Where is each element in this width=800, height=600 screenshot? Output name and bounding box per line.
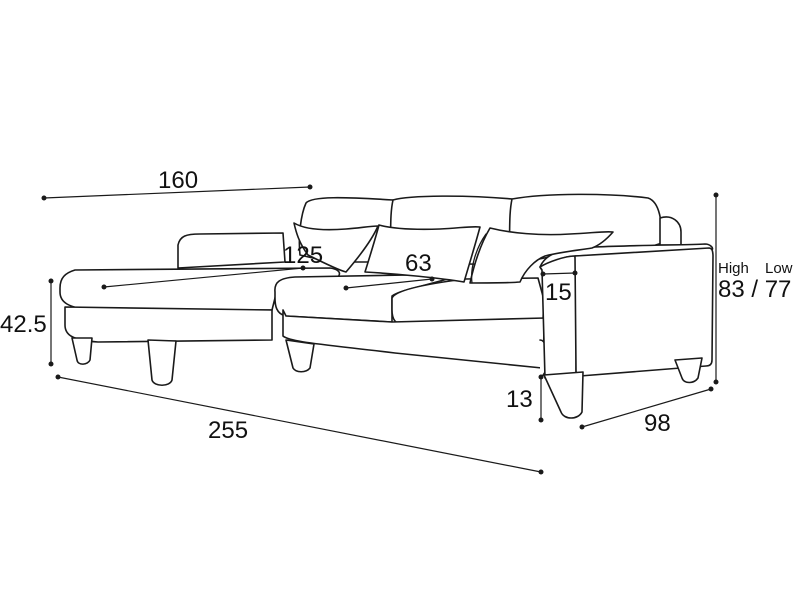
dim-end-dot bbox=[572, 270, 578, 276]
dim-end-dot bbox=[538, 469, 544, 475]
dim-line-arm-width bbox=[542, 272, 576, 275]
right-arm-top-roll bbox=[659, 216, 682, 246]
label-seat-height: 42.5 bbox=[0, 311, 47, 338]
dim-end-dot bbox=[48, 278, 54, 284]
dim-end-dot bbox=[307, 184, 313, 190]
leg-main-front bbox=[543, 371, 584, 419]
label-chaise-length: 160 bbox=[158, 167, 198, 194]
label-leg-height: 13 bbox=[506, 386, 533, 413]
label-seat-depth: 125 bbox=[283, 242, 323, 269]
chaise-back-arm bbox=[177, 232, 286, 269]
sectional-sofa-illustration bbox=[59, 193, 714, 419]
leg-chaise-front bbox=[147, 339, 177, 387]
label-arm-width: 15 bbox=[545, 279, 572, 306]
throw-pillow-right-seam bbox=[470, 233, 487, 284]
label-total-width: 255 bbox=[208, 417, 248, 444]
dim-line-depth bbox=[581, 388, 712, 428]
label-seat-width: 63 bbox=[405, 250, 432, 277]
dim-end-dot bbox=[41, 195, 47, 201]
dim-end-dot bbox=[713, 379, 719, 385]
right-arm-front bbox=[574, 247, 714, 377]
label-low-caption: Low bbox=[765, 260, 793, 277]
label-back-height: 83 / 77 bbox=[718, 276, 791, 303]
dim-end-dot bbox=[101, 284, 107, 290]
dimension-labels: 160 125 63 15 42.5 13 255 98 High Low 83… bbox=[0, 167, 793, 444]
dim-end-dot bbox=[55, 374, 61, 380]
dim-end-dot bbox=[300, 265, 306, 271]
dim-line-seat-width bbox=[345, 278, 433, 289]
dim-end-dot bbox=[538, 417, 544, 423]
label-high-caption: High bbox=[718, 260, 749, 277]
dim-line-total-width bbox=[57, 376, 542, 473]
dim-end-dot bbox=[48, 361, 54, 367]
dim-line-chaise-length bbox=[43, 186, 311, 199]
dim-end-dot bbox=[429, 276, 435, 282]
label-depth: 98 bbox=[644, 410, 671, 437]
leg-chaise-back bbox=[71, 337, 93, 365]
dim-end-dot bbox=[708, 386, 714, 392]
dim-line-seat-depth bbox=[103, 267, 304, 288]
dim-end-dot bbox=[540, 271, 546, 277]
chaise-base bbox=[64, 306, 273, 343]
dim-end-dot bbox=[713, 192, 719, 198]
leg-right-back bbox=[674, 357, 703, 384]
throw-pillow-right bbox=[469, 227, 614, 284]
throw-pillow-left bbox=[293, 222, 379, 273]
throw-pillow-middle bbox=[364, 224, 481, 283]
dimension-lines bbox=[41, 184, 719, 475]
dim-end-dot bbox=[538, 374, 544, 380]
dim-end-dot bbox=[343, 285, 349, 291]
leg-main-middle bbox=[285, 339, 315, 373]
dim-end-dot bbox=[579, 424, 585, 430]
